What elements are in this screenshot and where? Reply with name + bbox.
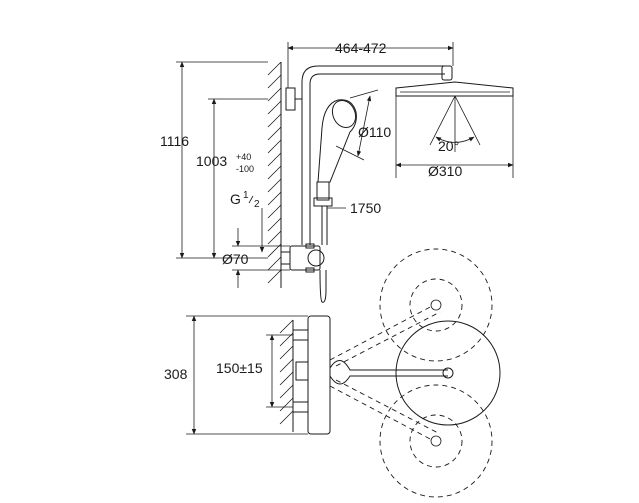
head-shower-diameter-dimension: [395, 96, 514, 178]
riser-pipe: [285, 65, 445, 245]
hand-shower: [313, 99, 357, 245]
connection-spacing-dimension: [266, 334, 293, 408]
hand-shower-diameter-dimension: [335, 89, 379, 161]
hose-length-label: 1750: [350, 200, 381, 216]
top-arm: [329, 360, 448, 385]
mixer-height-dimension: [208, 98, 268, 259]
head-shower: [395, 65, 514, 97]
arm-reach-label: 464-472: [335, 40, 387, 56]
top-view: 308 150±15: [164, 248, 501, 498]
mixer-height-plus: +40: [236, 152, 251, 162]
top-wall: [279, 319, 294, 432]
head-shower-tilt-label: 20°: [438, 138, 459, 154]
top-mixer: [292, 315, 331, 435]
connection-g-label: G 1 2: [230, 190, 265, 253]
swivel-position-upper: [329, 248, 493, 367]
top-head-shower: [395, 320, 501, 426]
svg-text:2: 2: [254, 199, 260, 210]
mixer-diameter-dimension: [232, 228, 290, 288]
head-shower-tilt-indicator: [429, 95, 481, 152]
top-depth-label: 308: [164, 366, 188, 382]
arm-reach-dimension: [287, 42, 454, 88]
svg-text:G: G: [230, 191, 241, 207]
svg-text:1: 1: [243, 190, 249, 201]
total-height-dimension: [176, 61, 268, 259]
swivel-position-lower: [329, 379, 493, 498]
mixer-diameter-label: Ø70: [222, 251, 249, 267]
mixer-height-label: 1003: [196, 153, 227, 169]
hose: [319, 269, 327, 303]
total-height-label: 1116: [160, 133, 189, 149]
side-view: 20° Ø310 464-472 Ø1: [160, 40, 514, 303]
mixer-height-minus: -100: [236, 164, 254, 174]
top-depth-dimension: [186, 315, 308, 435]
thermostat-mixer: [281, 243, 325, 273]
hand-shower-diameter-label: Ø110: [358, 124, 391, 140]
wall: [267, 61, 282, 288]
connection-spacing-label: 150±15: [216, 360, 263, 376]
head-shower-diameter-label: Ø310: [428, 163, 462, 179]
